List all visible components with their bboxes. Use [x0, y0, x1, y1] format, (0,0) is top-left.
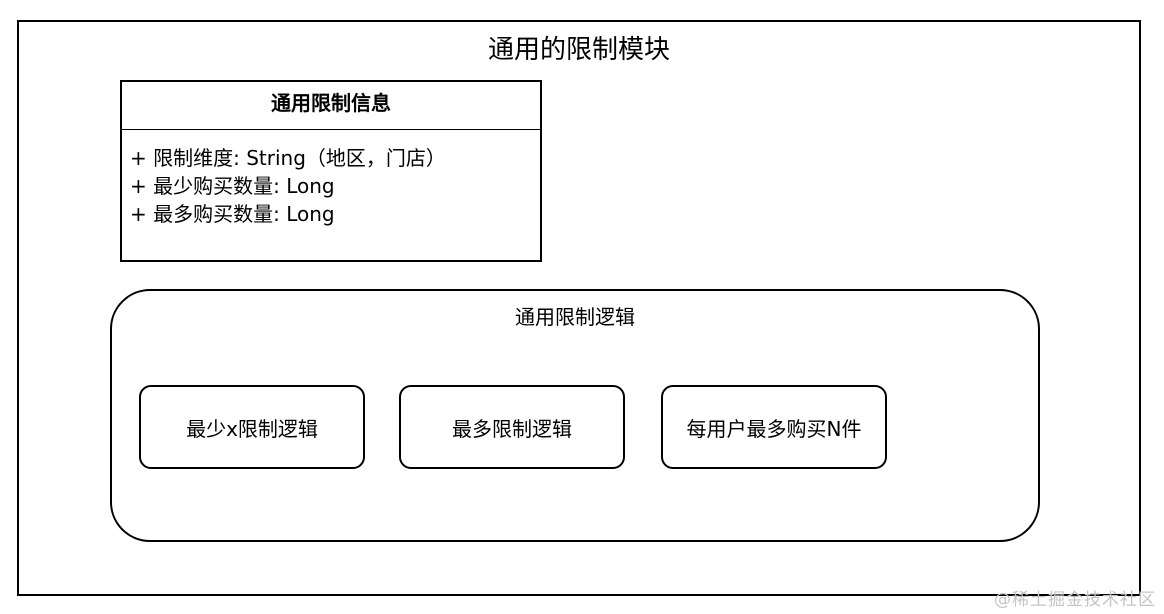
- info-class-attributes: + 限制维度: String（地区，门店） + 最少购买数量: Long + 最…: [122, 130, 540, 228]
- logic-group: 通用限制逻辑 最少x限制逻辑 最多限制逻辑 每用户最多购买N件: [110, 289, 1040, 542]
- attribute-max-quantity: + 最多购买数量: Long: [130, 202, 335, 226]
- info-class-name: 通用限制信息: [122, 82, 540, 130]
- watermark: @稀土掘金技术社区: [994, 590, 1156, 610]
- module-title: 通用的限制模块: [487, 35, 670, 65]
- logic-card-max: 最多限制逻辑: [399, 385, 625, 469]
- module-frame: [17, 20, 1141, 596]
- logic-card-per-user: 每用户最多购买N件: [661, 385, 887, 469]
- attribute-dimension: + 限制维度: String（地区，门店）: [130, 146, 446, 170]
- attribute-min-quantity: + 最少购买数量: Long: [130, 174, 335, 198]
- logic-card-min: 最少x限制逻辑: [139, 385, 365, 469]
- info-class-box: 通用限制信息 + 限制维度: String（地区，门店） + 最少购买数量: L…: [120, 80, 542, 262]
- logic-group-title: 通用限制逻辑: [515, 305, 635, 329]
